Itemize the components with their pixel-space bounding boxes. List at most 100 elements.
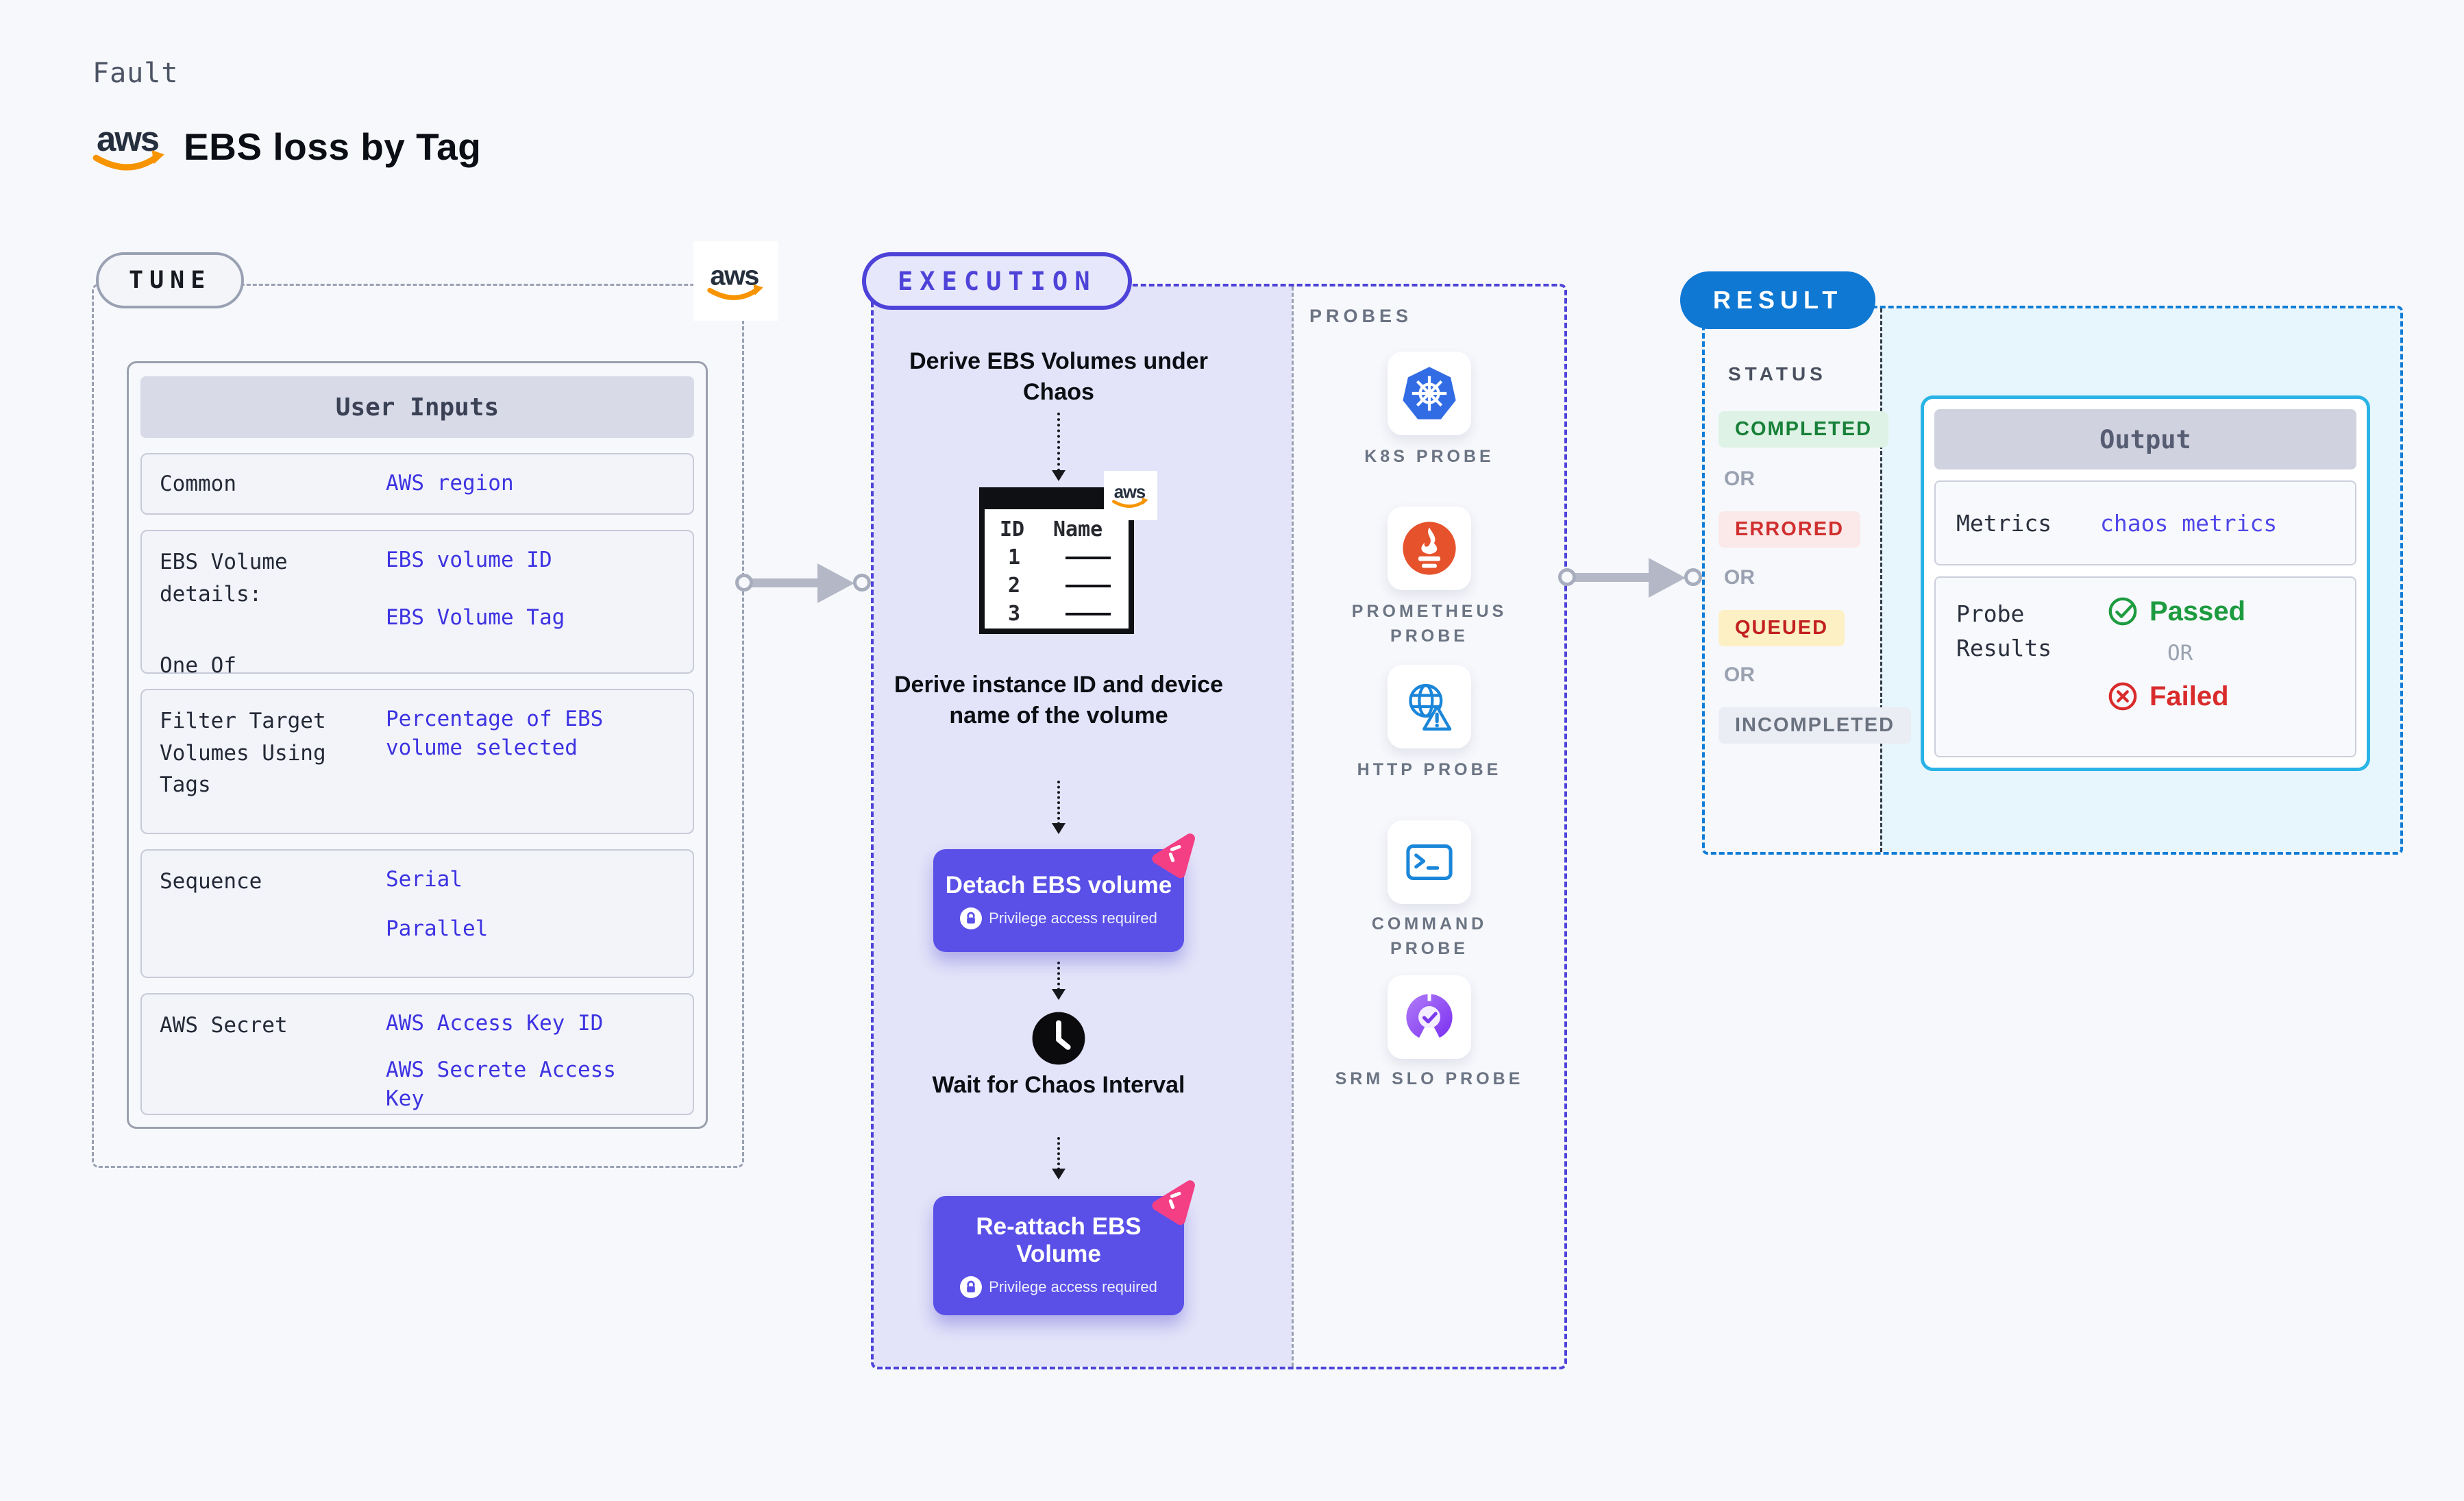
aws-logo-card: aws [693,241,778,321]
probe-label: SRM SLO PROBE [1335,1069,1524,1088]
status-heading: STATUS [1728,363,1827,385]
row-value: AWS Access Key ID [386,1011,604,1036]
table-col-name: Name [1053,517,1103,541]
probe-card-http [1388,665,1471,748]
clock-icon [1032,1012,1085,1065]
terminal-icon [1406,844,1453,881]
probe-label: PROMETHEUS PROBE [1351,602,1507,646]
step-derive-instance-id: Derive instance ID and device name of th… [894,672,1223,729]
aws-logo: aws [93,119,164,171]
aws-logo: aws [1112,483,1148,508]
result-badge: RESULT [1680,271,1876,329]
probes-heading: PROBES [1309,306,1413,326]
row-label: AWS Secret [160,1013,288,1038]
row-value: EBS volume ID [386,548,552,572]
user-input-row-volume-details: EBS Volume details: One Of EBS volume ID… [140,530,694,678]
metrics-label: Metrics [1956,509,2052,537]
x-circle-icon [2108,682,2137,711]
flow-arrow-down [1052,962,1065,1000]
aws-logo: aws [707,261,763,300]
probe-card-k8s [1388,352,1471,435]
output-probe-results-row: Probe Results Passed OR Failed [1934,576,2356,757]
arrow-endpoint [1684,568,1702,586]
execution-flow-background [874,286,1292,1367]
status-badge-errored: ERRORED [1718,511,1861,548]
arrow-endpoint [853,574,871,591]
failed-text: Failed [2149,681,2229,711]
probe-label: K8S PROBE [1364,447,1494,466]
table-body: ID Name 1 2 3 [979,505,1134,634]
row-label: Sequence [160,869,262,894]
execution-badge: EXECUTION [862,252,1133,310]
step-derive-ebs-volumes: Derive EBS Volumes under Chaos [909,348,1208,405]
or-label: OR [1724,467,1755,490]
table-row-id: 2 [1008,574,1021,598]
table-row-placeholder [1065,584,1111,587]
row-value: Serial [386,867,463,892]
row-value: Percentage of EBS volume selected [386,707,604,760]
metrics-value: chaos metrics [2100,509,2278,537]
probe-label: HTTP PROBE [1357,760,1502,779]
svg-text:aws: aws [1114,483,1146,502]
privilege-badge-text: Privilege access required [989,1278,1157,1296]
row-label: Filter Target Volumes Using Tags [160,709,326,797]
probe-results-values: Passed OR Failed [2107,596,2245,712]
passed-text: Passed [2149,596,2246,626]
probe-label: COMMAND PROBE [1371,914,1488,959]
arrow-endpoint [735,574,753,591]
row-label: Common [160,471,236,496]
flow-arrow-down [1052,781,1065,834]
lock-icon [960,1276,983,1299]
failed-line: Failed [2107,681,2245,712]
user-inputs-header: User Inputs [140,376,694,438]
user-input-row-sequence: Sequence Serial Parallel [140,849,694,978]
aws-logo-card: aws [1104,471,1157,520]
prometheus-icon [1403,522,1456,575]
page-title: EBS loss by Tag [184,125,482,168]
reattach-ebs-volume-node: Re-attach EBS Volume Privilege access re… [933,1180,1195,1315]
table-row-placeholder [1065,556,1111,559]
row-value: EBS Volume Tag [386,605,565,630]
litmus-chaos-icon [1152,1180,1195,1225]
execution-probes-divider [1292,286,1294,1367]
check-circle-icon [2108,597,2137,626]
user-inputs-panel [127,361,708,1129]
arrow-head [1649,558,1686,598]
or-label: OR [2167,641,2193,666]
arrow-bar [750,578,831,587]
tune-section-border [92,284,744,1168]
node-title: Re-attach EBS Volume [976,1212,1142,1267]
arrow-bar [1573,573,1662,582]
probe-card-prometheus [1388,507,1471,590]
status-badge-incompleted: INCOMPLETED [1718,707,1912,744]
fault-kicker: Fault [93,58,179,89]
svg-text:aws: aws [97,119,159,158]
or-label: OR [1724,566,1755,589]
privilege-badge-text: Privilege access required [989,910,1157,927]
arrow-endpoint [1558,568,1576,586]
tune-badge: TUNE [96,252,245,308]
row-label: EBS Volume details: One Of [160,546,386,678]
execution-section-border [871,284,1567,1369]
step-wait-for-chaos: Wait for Chaos Interval [932,1072,1185,1098]
passed-line: Passed [2107,596,2245,627]
user-input-row-filter-tags: Filter Target Volumes Using Tags Percent… [140,689,694,834]
table-row-placeholder [1065,612,1111,615]
row-value: AWS Secrete Access Key [386,1057,616,1111]
status-badge-completed: COMPLETED [1718,411,1889,448]
volume-table-icon: ID Name 1 2 3 aws [979,471,1157,634]
flow-arrow-down [1052,1137,1065,1180]
row-label-line2: One Of [160,653,236,678]
globe-warning-icon [1409,683,1452,731]
row-value: AWS region [386,471,514,496]
status-badge-queued: QUEUED [1718,610,1845,646]
user-input-row-common: Common AWS region [140,453,694,515]
detach-ebs-volume-node: Detach EBS volume Privilege access requi… [933,833,1195,952]
probe-card-srm-slo [1388,975,1471,1059]
table-row-id: 1 [1008,546,1021,570]
svg-text:aws: aws [710,261,759,291]
litmus-chaos-icon [1152,833,1195,879]
lock-icon [960,907,983,930]
flow-arrow-down [1052,413,1065,481]
